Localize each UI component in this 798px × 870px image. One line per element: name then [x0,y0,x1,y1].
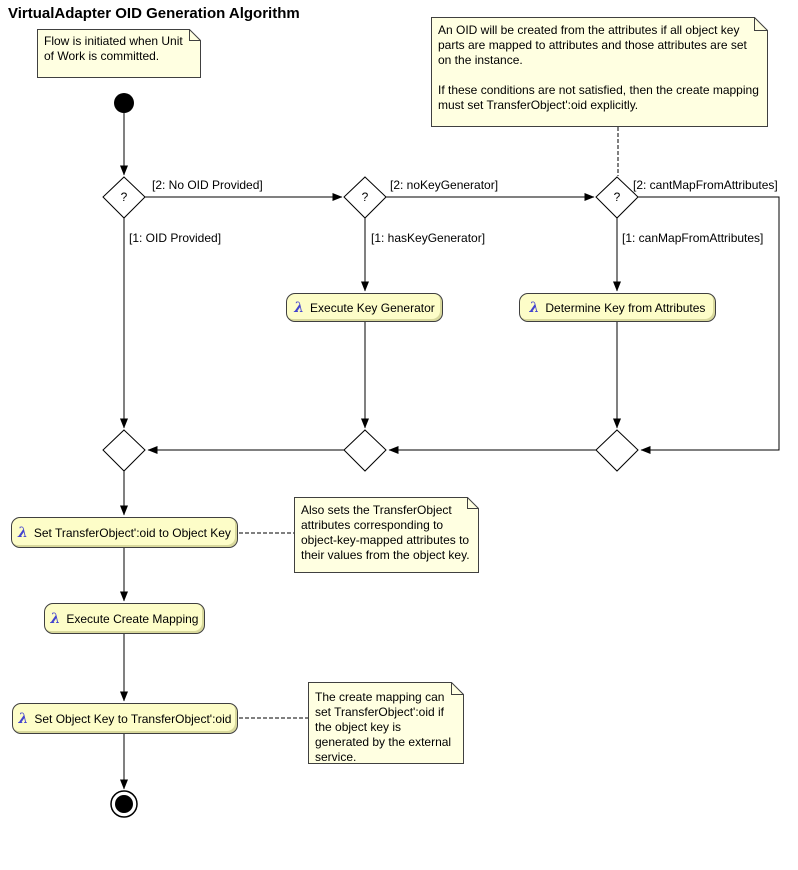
decision-label-oid-provided: ? [120,190,128,204]
lambda-icon: λ [294,299,305,316]
end-node [115,795,133,813]
note-also-sets: Also sets the TransferObject attributes … [301,503,470,562]
merge-node-3 [595,429,639,472]
decision-label-map-from-attributes: ? [613,190,621,204]
note-shape-create-mapping [308,682,464,764]
lambda-icon: λ [50,610,61,627]
action-label: Determine Key from Attributes [545,300,706,315]
decision-oid-provided [102,176,146,219]
lambda-icon: λ [18,524,28,541]
note-shape-flow-initiated [37,29,201,78]
note-shape-also-sets [294,497,479,573]
edge-label-no-key-generator: [2: noKeyGenerator] [390,178,499,192]
action-execute-create-mapping: λ Execute Create Mapping [44,603,205,634]
merge-node-1 [102,429,146,472]
action-label: Set Object Key to TransferObject':oid [34,711,232,726]
action-label: Set TransferObject':oid to Object Key [33,525,231,540]
note-create-mapping: The create mapping can set TransferObjec… [315,690,452,764]
edge-label-no-oid-provided: [2: No OID Provided] [152,178,263,192]
action-set-object-key-to-oid: λ Set Object Key to TransferObject':oid [12,703,238,734]
action-set-oid-to-object-key: λ Set TransferObject':oid to Object Key [11,517,238,548]
lambda-icon: λ [18,710,29,727]
action-determine-key-from-attributes: λ Determine Key from Attributes [519,293,716,322]
edge-cant-map-from-attributes [638,196,780,454]
edge-label-oid-provided: [1: OID Provided] [129,231,222,245]
edge-label-has-key-generator: [1: hasKeyGenerator] [371,231,486,245]
edge-label-cant-map-from-attributes: [2: cantMapFromAttributes] [633,178,778,192]
note-flow-initiated: Flow is initiated when Unit of Work is c… [44,34,183,63]
action-execute-key-generator: λ Execute Key Generator [286,293,443,322]
decision-label-key-generator: ? [361,190,369,204]
action-label: Execute Create Mapping [66,611,199,626]
decision-map-from-attributes [595,176,639,219]
page-title: VirtualAdapter OID Generation Algorithm [8,5,300,22]
edge-label-can-map-from-attributes: [1: canMapFromAttributes] [622,231,764,245]
note-oid-created: An OID will be created from the attribut… [438,23,759,112]
decision-key-generator [343,176,387,219]
lambda-icon: λ [529,299,540,316]
merge-node-2 [343,429,387,472]
start-node [114,93,134,113]
action-label: Execute Key Generator [310,300,435,315]
note-shape-oid-created [431,17,768,127]
